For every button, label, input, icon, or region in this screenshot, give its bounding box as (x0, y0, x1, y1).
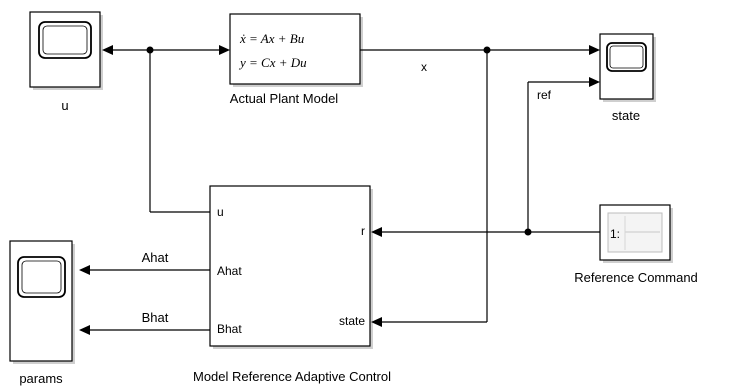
scope-u-block[interactable] (29, 11, 103, 90)
mrac-port-r: r (361, 224, 365, 238)
mrac-label: Model Reference Adaptive Control (193, 369, 391, 384)
mrac-port-u: u (217, 205, 224, 219)
reference-command-block[interactable] (599, 204, 673, 263)
reference-command-glyph: 1: (610, 227, 620, 241)
plant-equation-1: ẋ = Ax + Bu (239, 31, 305, 46)
signal-bhat-wire[interactable] (79, 325, 210, 335)
scope-u-label: u (61, 98, 68, 113)
plant-label: Actual Plant Model (230, 91, 339, 106)
signal-x-label: x (421, 60, 427, 74)
plant-block[interactable] (229, 13, 363, 87)
mrac-block[interactable] (209, 185, 373, 349)
mrac-port-state: state (339, 314, 365, 328)
signal-bhat-label: Bhat (142, 310, 169, 325)
signal-ref-wires[interactable] (371, 77, 600, 237)
scope-params-label: params (19, 371, 63, 386)
mrac-port-bhat: Bhat (217, 322, 242, 336)
scope-state-label: state (612, 108, 640, 123)
plant-equation-2: y = Cx + Du (238, 55, 307, 70)
mrac-port-ahat: Ahat (217, 264, 242, 278)
signal-ahat-wire[interactable] (79, 265, 210, 275)
scope-state-block[interactable] (599, 33, 656, 102)
reference-command-label: Reference Command (574, 270, 698, 285)
signal-x-wires[interactable] (360, 45, 600, 327)
signal-ahat-label: Ahat (142, 250, 169, 265)
scope-params-block[interactable] (9, 240, 75, 364)
signal-u-wires[interactable] (102, 45, 230, 213)
signal-ref-label: ref (537, 88, 552, 102)
